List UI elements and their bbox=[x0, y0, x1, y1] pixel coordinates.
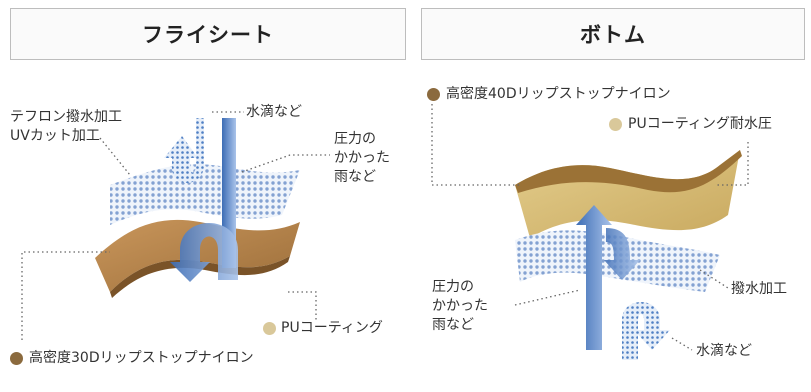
fly-label-teflon: テフロン撥水加工 bbox=[10, 109, 122, 125]
fly-pressure-arrow bbox=[170, 223, 238, 282]
bottom-nylon-layer bbox=[515, 150, 740, 238]
bottom-pu-dot-icon bbox=[609, 118, 622, 131]
fly-leader-teflon bbox=[99, 137, 131, 176]
bottom-label-repellent: 撥水加工 bbox=[731, 281, 787, 297]
bottom-header: ボトム bbox=[421, 8, 805, 60]
fly-nylon-edge bbox=[110, 256, 290, 298]
fly-leader-nylon bbox=[21, 251, 110, 340]
bottom-leader-pu bbox=[715, 142, 749, 186]
bottom-water-arrow bbox=[622, 302, 670, 360]
fly-label-uv: UVカット加工 bbox=[10, 128, 100, 144]
bottom-label-pressure-2: かかった bbox=[432, 298, 488, 314]
bottom-label-pressure-3: 雨など bbox=[432, 317, 474, 333]
fly-sheet-header: フライシート bbox=[10, 8, 406, 60]
bottom-title: ボトム bbox=[580, 23, 646, 47]
fly-label-nylon: 高密度30Dリップストップナイロン bbox=[29, 350, 254, 366]
fly-mesh-layer bbox=[110, 164, 300, 225]
fly-label-pressure-1: 圧力の bbox=[334, 131, 376, 147]
fly-label-pressure-2: かかった bbox=[334, 150, 390, 166]
bottom-leader-nylon bbox=[431, 104, 520, 186]
bottom-pressure-arrow-2 bbox=[604, 228, 640, 280]
bottom-leader-repellent bbox=[699, 269, 729, 289]
bottom-nylon-edge bbox=[515, 150, 742, 193]
bottom-label-water-drops: 水滴など bbox=[696, 343, 752, 359]
fly-nylon-dot-icon bbox=[10, 352, 23, 365]
bottom-leader-pressure bbox=[514, 289, 581, 306]
bottom-nylon-dot-icon bbox=[427, 88, 440, 101]
fly-label-pu: PUコーティング bbox=[281, 320, 383, 336]
fly-label-water-drops: 水滴など bbox=[246, 104, 302, 120]
fly-label-pressure-3: 雨など bbox=[334, 169, 376, 185]
bottom-label-pu: PUコーティング耐水圧 bbox=[628, 116, 772, 132]
fly-leader-pu bbox=[288, 291, 317, 322]
bottom-pressure-arrow bbox=[576, 205, 612, 350]
bottom-leader-water bbox=[671, 337, 693, 351]
fly-sheet-title: フライシート bbox=[142, 23, 274, 47]
bottom-label-nylon: 高密度40Dリップストップナイロン bbox=[446, 86, 671, 102]
fly-water-arrow bbox=[164, 118, 204, 184]
bottom-label-pressure-1: 圧力の bbox=[432, 279, 474, 295]
fly-leader-pressure bbox=[241, 154, 330, 173]
fly-pu-dot-icon bbox=[263, 322, 276, 335]
